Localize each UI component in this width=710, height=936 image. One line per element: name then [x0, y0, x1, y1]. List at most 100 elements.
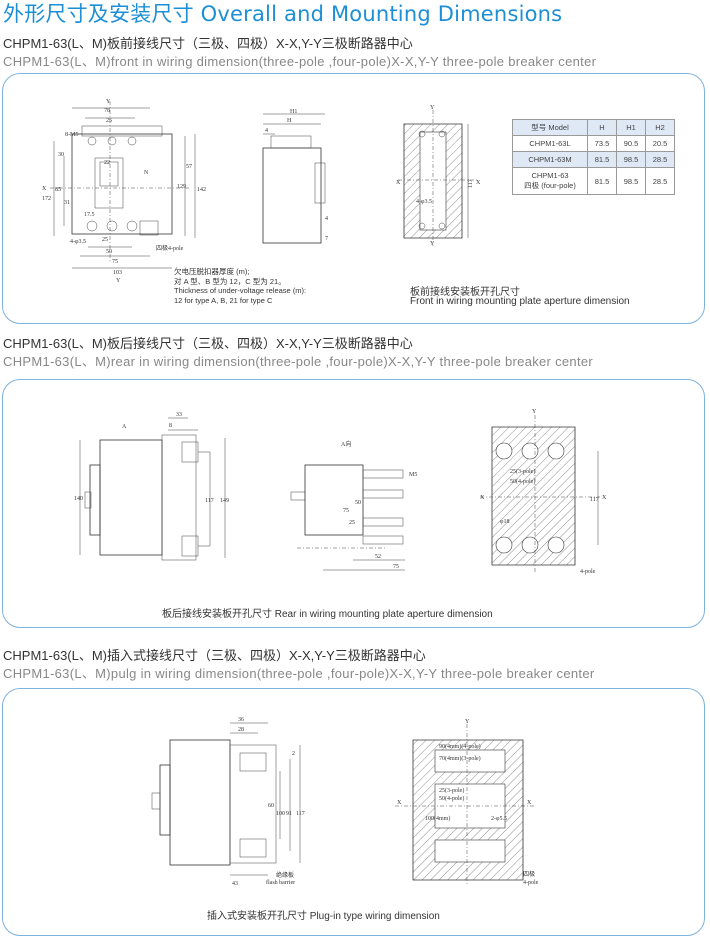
dim-140: 140 — [74, 496, 83, 502]
header-model: 型号 Model — [512, 119, 588, 136]
table-header-row: 型号 Model H H1 H2 — [512, 119, 675, 136]
rear-a-view-drawing: A向 M5 50 75 25 52 75 — [290, 440, 417, 571]
dim-y-bottom-2: Y — [430, 241, 435, 247]
dim-7: 7 — [325, 236, 328, 242]
dim-172: 172 — [42, 196, 51, 202]
dim-57: 57 — [186, 164, 192, 170]
dim-y: Y — [430, 105, 435, 111]
label-four-pole-rear: 4-pole — [580, 569, 596, 575]
section1-heading-en: CHPM1-63(L、M)front in wiring dimension(t… — [3, 54, 597, 69]
table-row: CHPM1-63M 81.5 98.5 28.5 — [512, 151, 675, 168]
table-row: CHPM1-63 四极 (four-pole) 81.5 98.5 28.5 — [512, 167, 675, 195]
table-cell: CHPM1-63L — [512, 135, 588, 152]
dim-91: 91 — [286, 811, 292, 817]
rear-side-view-drawing: A 33 8 140 117 149 — [74, 412, 229, 561]
dim-142: 142 — [197, 187, 206, 193]
label-barrier-cn: 绝缘板 — [276, 871, 294, 879]
dim-117-plug: 117 — [296, 811, 305, 817]
front-caption-cn: 板前接线安装板开孔尺寸 — [410, 287, 520, 298]
dim-100: 100 — [276, 811, 285, 817]
label-four-pole-plug: 4-pole — [523, 880, 539, 886]
dim-4-phi3-5: 4-φ3.5 — [70, 239, 86, 245]
plugin-aperture-drawing: Y X X 90(4mm)(4-pole) 70(4mm)(3-pole) 25… — [395, 719, 539, 886]
dim-y-rear: Y — [532, 409, 537, 415]
rear-wiring-panel — [2, 379, 705, 628]
dim-25-plug: 25(3-pole) — [439, 787, 464, 794]
dim-2-phi5-5: 2-φ5.5 — [491, 816, 507, 822]
plugin-side-view-drawing: 36 28 2 60 100 91 117 43 绝缘板 flash barri… — [151, 717, 305, 887]
dim-60: 60 — [268, 803, 274, 809]
dim-75: 75 — [112, 259, 118, 265]
dim-25: 25 — [106, 118, 112, 124]
plugin-caption: 插入式安装板开孔尺寸 Plug-in type wiring dimension — [207, 911, 440, 922]
dim-y-top: Y — [106, 99, 111, 105]
dim-50-4pole: 50(4-pole) — [510, 478, 535, 485]
section2-heading-cn: CHPM1-63(L、M)板后接线尺寸（三极、四极）X-X,Y-Y三极断路器中心 — [3, 336, 413, 351]
dim-4-phi3-5b: 4-φ3.5 — [416, 199, 432, 205]
table-cell: 98.5 — [616, 167, 646, 195]
table-cell: 81.5 — [587, 151, 617, 168]
label-four-pole-cn: 四极 — [523, 870, 535, 878]
front-view-drawing: Y 78 25 8-M5 30 22 X 172 85 31 17.5 4-φ3… — [42, 99, 206, 284]
dim-85: 85 — [55, 187, 61, 193]
dim-h2: 4 — [265, 128, 268, 134]
dim-2: 2 — [292, 751, 295, 757]
breaker-body — [71, 133, 173, 235]
front-aperture-drawing: Y X X 117 4-φ3.5 Y — [396, 105, 481, 247]
dim-50-plug: 50(4-pole) — [439, 795, 464, 802]
front-caption-en: Front in wiring mounting plate aperture … — [410, 296, 630, 307]
table-cell: 73.5 — [587, 135, 617, 152]
dim-70: 70(4mm)(3-pole) — [439, 755, 481, 762]
dim-a-view: A向 — [341, 440, 351, 448]
dim-117: 117 — [468, 179, 474, 188]
dim-25b: 25 — [102, 237, 108, 243]
dim-x-rear: X — [480, 495, 485, 501]
table-cell: CHPM1-63 四极 (four-pole) — [512, 167, 588, 195]
dim-x-left: X — [42, 186, 47, 192]
dim-x-plug: X — [397, 800, 402, 806]
dim-h1: H1 — [290, 109, 297, 115]
dim-x-rear-right: X — [602, 495, 607, 501]
note-line: 12 for type A, B, 21 for type C — [174, 295, 273, 305]
dim-25-rear: 25 — [349, 520, 355, 526]
dim-x-plug-right: X — [527, 800, 532, 806]
dim-75b: 75 — [393, 564, 399, 570]
table-cell: CHPM1-63M — [512, 151, 588, 168]
dim-a: A — [122, 424, 127, 430]
dim-43: 43 — [232, 881, 238, 887]
dim-33: 33 — [176, 412, 182, 418]
section1-heading-cn: CHPM1-63(L、M)板前接线尺寸（三极、四极）X-X,Y-Y三极断路器中心 — [3, 36, 413, 51]
dim-50-rear: 50 — [355, 500, 361, 506]
label-barrier-en: flash barrier — [266, 879, 295, 886]
dim-17-5: 17.5 — [84, 212, 95, 218]
rear-aperture-drawing: Y X X 25(3-pole) 50(4-pole) φ18 117 4-po… — [480, 409, 607, 575]
table-cell: 81.5 — [587, 167, 617, 195]
dim-52: 52 — [375, 554, 381, 560]
dim-50: 50 — [106, 249, 112, 255]
dim-31: 31 — [64, 200, 70, 206]
model-spec-table: 型号 Model H H1 H2 CHPM1-63L 73.5 90.5 20.… — [512, 119, 675, 195]
note-line: Thickness of under-voltage release (m): — [174, 286, 307, 295]
dim-36: 36 — [238, 717, 244, 723]
header-h1: H1 — [616, 119, 646, 136]
dim-117-ap: 117 — [590, 497, 599, 503]
dim-78: 78 — [104, 108, 110, 114]
section3-heading-cn: CHPM1-63(L、M)插入式接线尺寸（三极、四极）X-X,Y-Y三极断路器中… — [3, 648, 426, 663]
side-view-drawing: H1 H 4 4 7 — [262, 109, 328, 244]
dim-30: 30 — [58, 152, 64, 158]
table-row: CHPM1-63L 73.5 90.5 20.5 — [512, 135, 675, 152]
dim-8: 8 — [169, 423, 172, 429]
note-line: 欠电压脱扣器厚度 (m); — [174, 267, 250, 276]
note-line: 对 A 型、B 型为 12，C 型为 21。 — [174, 276, 286, 286]
dim-4: 4 — [325, 216, 328, 222]
section3-heading-en: CHPM1-63(L、M)pulg in wiring dimension(th… — [3, 666, 595, 681]
rear-caption: 板后接线安装板开孔尺寸 Rear in wiring mounting plat… — [162, 609, 493, 620]
table-cell: 28.5 — [645, 151, 675, 168]
dim-100b: 100(4mm) — [425, 815, 450, 822]
dim-y-bottom: Y — [116, 278, 121, 284]
front-wiring-panel — [2, 73, 705, 324]
label-four-pole: 四极4-pole — [156, 244, 184, 252]
dim-25-3pole: 25(3-pole) — [510, 468, 535, 475]
table-cell: 90.5 — [616, 135, 646, 152]
undervoltage-note: 欠电压脱扣器厚度 (m); 对 A 型、B 型为 12，C 型为 21。 Thi… — [174, 267, 306, 305]
